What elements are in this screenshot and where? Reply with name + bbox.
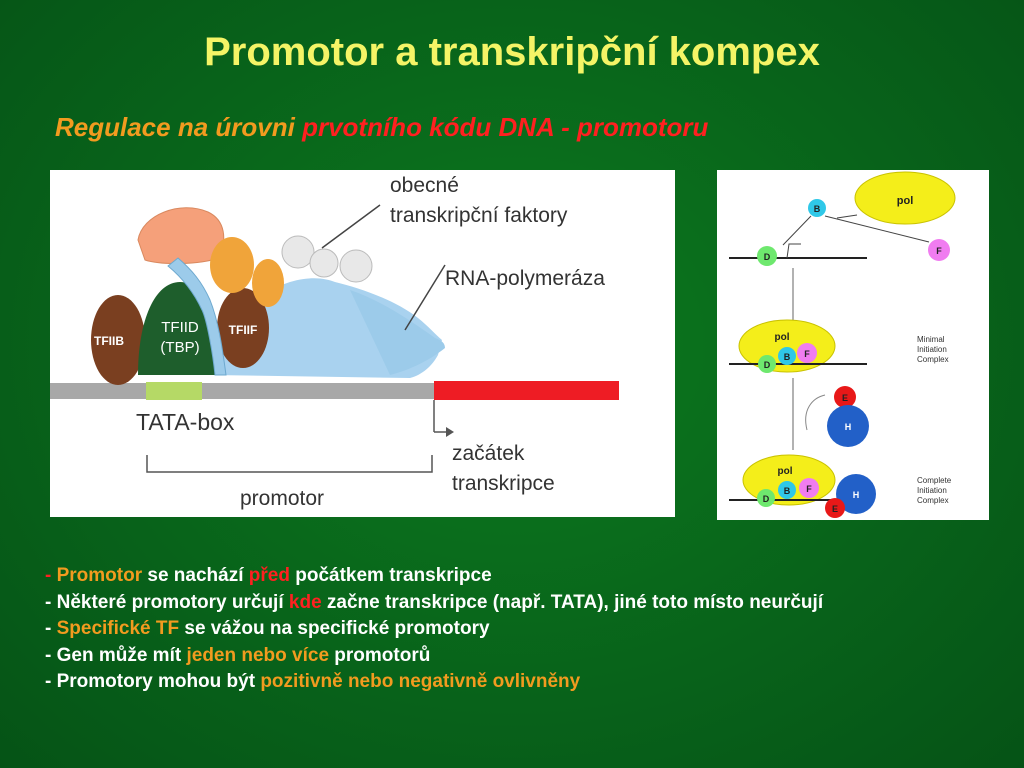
minimal-label-1: Minimal [917,335,945,344]
bullet-3-b: Specifické TF [56,618,180,639]
initiation-complex-diagram: pol B D F pol D B F Minimal Initiation C… [717,170,989,520]
pol-mid-label: pol [775,332,790,343]
d-top [757,246,777,266]
label-tfiif: TFIIF [229,323,258,337]
f-top-label: F [936,246,942,256]
label-tfiib: TFIIB [94,334,124,348]
arrow-pol-b [836,214,858,219]
f-top [928,239,950,261]
tata-box-segment [146,382,202,400]
rna-polymerase-lobe [350,290,445,375]
e-bottom-label: E [832,504,838,514]
label-tfiid-1: TFIID [161,319,199,336]
bullet-list: - Promotor se nachází před počátkem tran… [45,563,1005,696]
transcribed-region [434,381,619,400]
pink-factor [137,207,225,265]
pol-top [854,171,956,225]
b-top [808,199,826,217]
initiation-complex-svg: pol B D F pol D B F Minimal Initiation C… [729,171,956,518]
pol-bottom-label: pol [778,466,793,477]
b-mid [778,347,796,365]
label-general-1: obecné [390,174,459,197]
complete-label-2: Initiation [917,486,947,495]
bullet-1-d: počátkem transkripce [289,565,492,586]
promoter-diagram-svg: obecné transkripční faktory RNA-polymerá… [50,174,619,510]
h-bottom [836,474,876,514]
arrow-b-f [824,215,930,243]
bullet-1-b: se nachází [142,565,249,586]
b-top-label: B [814,204,821,214]
e-mid [834,386,856,408]
gray-factor-3 [339,249,373,283]
promoter-diagram: obecné transkripční faktory RNA-polymerá… [50,170,675,517]
b-mid-label: B [784,352,791,362]
rna-polymerase-tail [167,257,227,376]
f-mid [797,343,817,363]
bullet-4-a: - Gen může mít [45,644,187,666]
orange-factor-1 [210,237,254,293]
label-general-2: transkripční faktory [390,204,568,227]
label-tfiid-2: (TBP) [160,339,199,356]
minimal-label-2: Initiation [917,345,947,354]
h-mid-label: H [845,422,852,432]
label-rnapol: RNA-polymeráza [445,267,605,290]
d-bottom-label: D [763,494,770,504]
h-mid [827,405,869,447]
slide-subtitle: Regulace na úrovni prvotního kódu DNA - … [55,112,708,143]
orange-factor-2 [252,259,284,307]
bullet-4-b: jeden nebo více [186,644,330,666]
bullet-2-c: začne transkripce (např. TATA), jiné tot… [321,591,824,613]
bullet-4: - Gen může mít jeden nebo více promotorů [45,643,1005,670]
f-mid-label: F [804,349,810,359]
bullet-5-b: pozitivně nebo negativně ovlivněny [260,671,581,692]
d-mid [758,355,776,373]
bullet-1-a: Promotor [56,565,143,586]
subtitle-part2: prvotního kódu DNA - promotoru [302,112,709,142]
f-bottom-label: F [806,484,812,494]
rnapol-pointer [404,264,446,331]
b-bottom [778,481,796,499]
general-tf-pointer [321,204,381,249]
bullet-1-c: před [248,565,290,586]
subtitle-part1: Regulace na úrovni [55,112,303,142]
label-tatabox: TATA-box [136,409,235,435]
bullet-2-a: - Některé promotory určují [45,591,289,613]
bullet-4-c: promotorů [329,644,431,666]
arrow-eh [805,394,826,431]
bullet-1-dash: - [45,565,57,586]
bullet-1: - Promotor se nachází před počátkem tran… [45,563,1005,590]
bullet-2: - Některé promotory určují kde začne tra… [45,590,1005,617]
d-bottom [757,489,775,507]
b-bottom-label: B [784,486,791,496]
d-top-label: D [764,252,771,262]
e-mid-label: E [842,393,848,403]
pol-top-label: pol [897,195,914,207]
arrow-b-d [782,215,812,246]
e-bottom [825,498,845,518]
tfiif-shape [217,288,269,368]
complete-label-1: Complete [917,476,952,485]
h-bottom-label: H [853,490,860,500]
bullet-3-c: se vážou na specifické promotory [179,618,490,639]
bullet-3: - Specifické TF se vážou na specifické p… [45,616,1005,643]
tfiib-shape [91,295,145,385]
label-start-1: začátek [452,442,525,465]
label-start-2: transkripce [452,472,555,495]
label-promotor: promotor [240,487,324,510]
complete-label-3: Complex [917,496,949,505]
gray-factor-1 [281,235,315,269]
f-bottom [799,478,819,498]
start-arrow-head [446,427,454,437]
start-mark-top [786,243,801,259]
bullet-2-b: kde [288,591,322,613]
d-mid-label: D [764,360,771,370]
minimal-label-3: Complex [917,355,949,364]
bullet-3-a: - [45,618,57,639]
gray-factor-2 [309,248,339,278]
promotor-bracket [146,455,433,473]
bullet-5-a: - Promotory mohou být [45,671,261,692]
slide-title: Promotor a transkripční kompex [204,30,820,74]
bullet-5: - Promotory mohou být pozitivně nebo neg… [45,669,1005,696]
